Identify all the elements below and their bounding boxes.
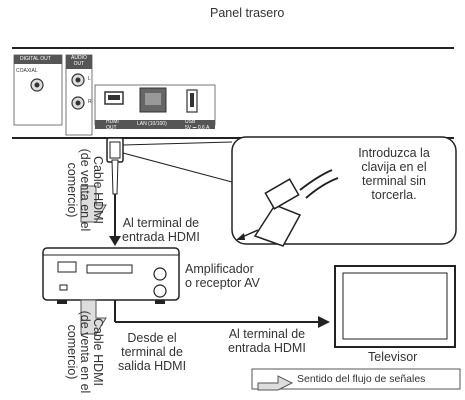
legend-label: Sentido del flujo de señales xyxy=(297,373,426,385)
lan-label: LAN (10/100) xyxy=(137,121,167,127)
diagram-title: Panel trasero xyxy=(210,6,285,20)
hdmi-cable-bottom xyxy=(114,300,330,328)
coaxial-label: COAXIAL xyxy=(16,68,38,74)
flow-arrow-top-icon xyxy=(80,185,107,223)
flow-arrow-bottom-icon xyxy=(80,299,107,335)
audio-r-label: R xyxy=(88,99,92,105)
rear-panel xyxy=(12,47,454,140)
legend xyxy=(251,368,461,391)
television-device xyxy=(334,265,456,348)
amplifier-device xyxy=(42,247,180,304)
hdmi-cable-top xyxy=(106,137,233,246)
insertion-callout xyxy=(231,136,457,247)
audio-l-label: L xyxy=(88,76,91,82)
legend-arrow-icon xyxy=(257,375,294,391)
tv-label: Televisor xyxy=(368,350,418,364)
digital-out-label: DIGITAL OUT xyxy=(20,56,51,62)
